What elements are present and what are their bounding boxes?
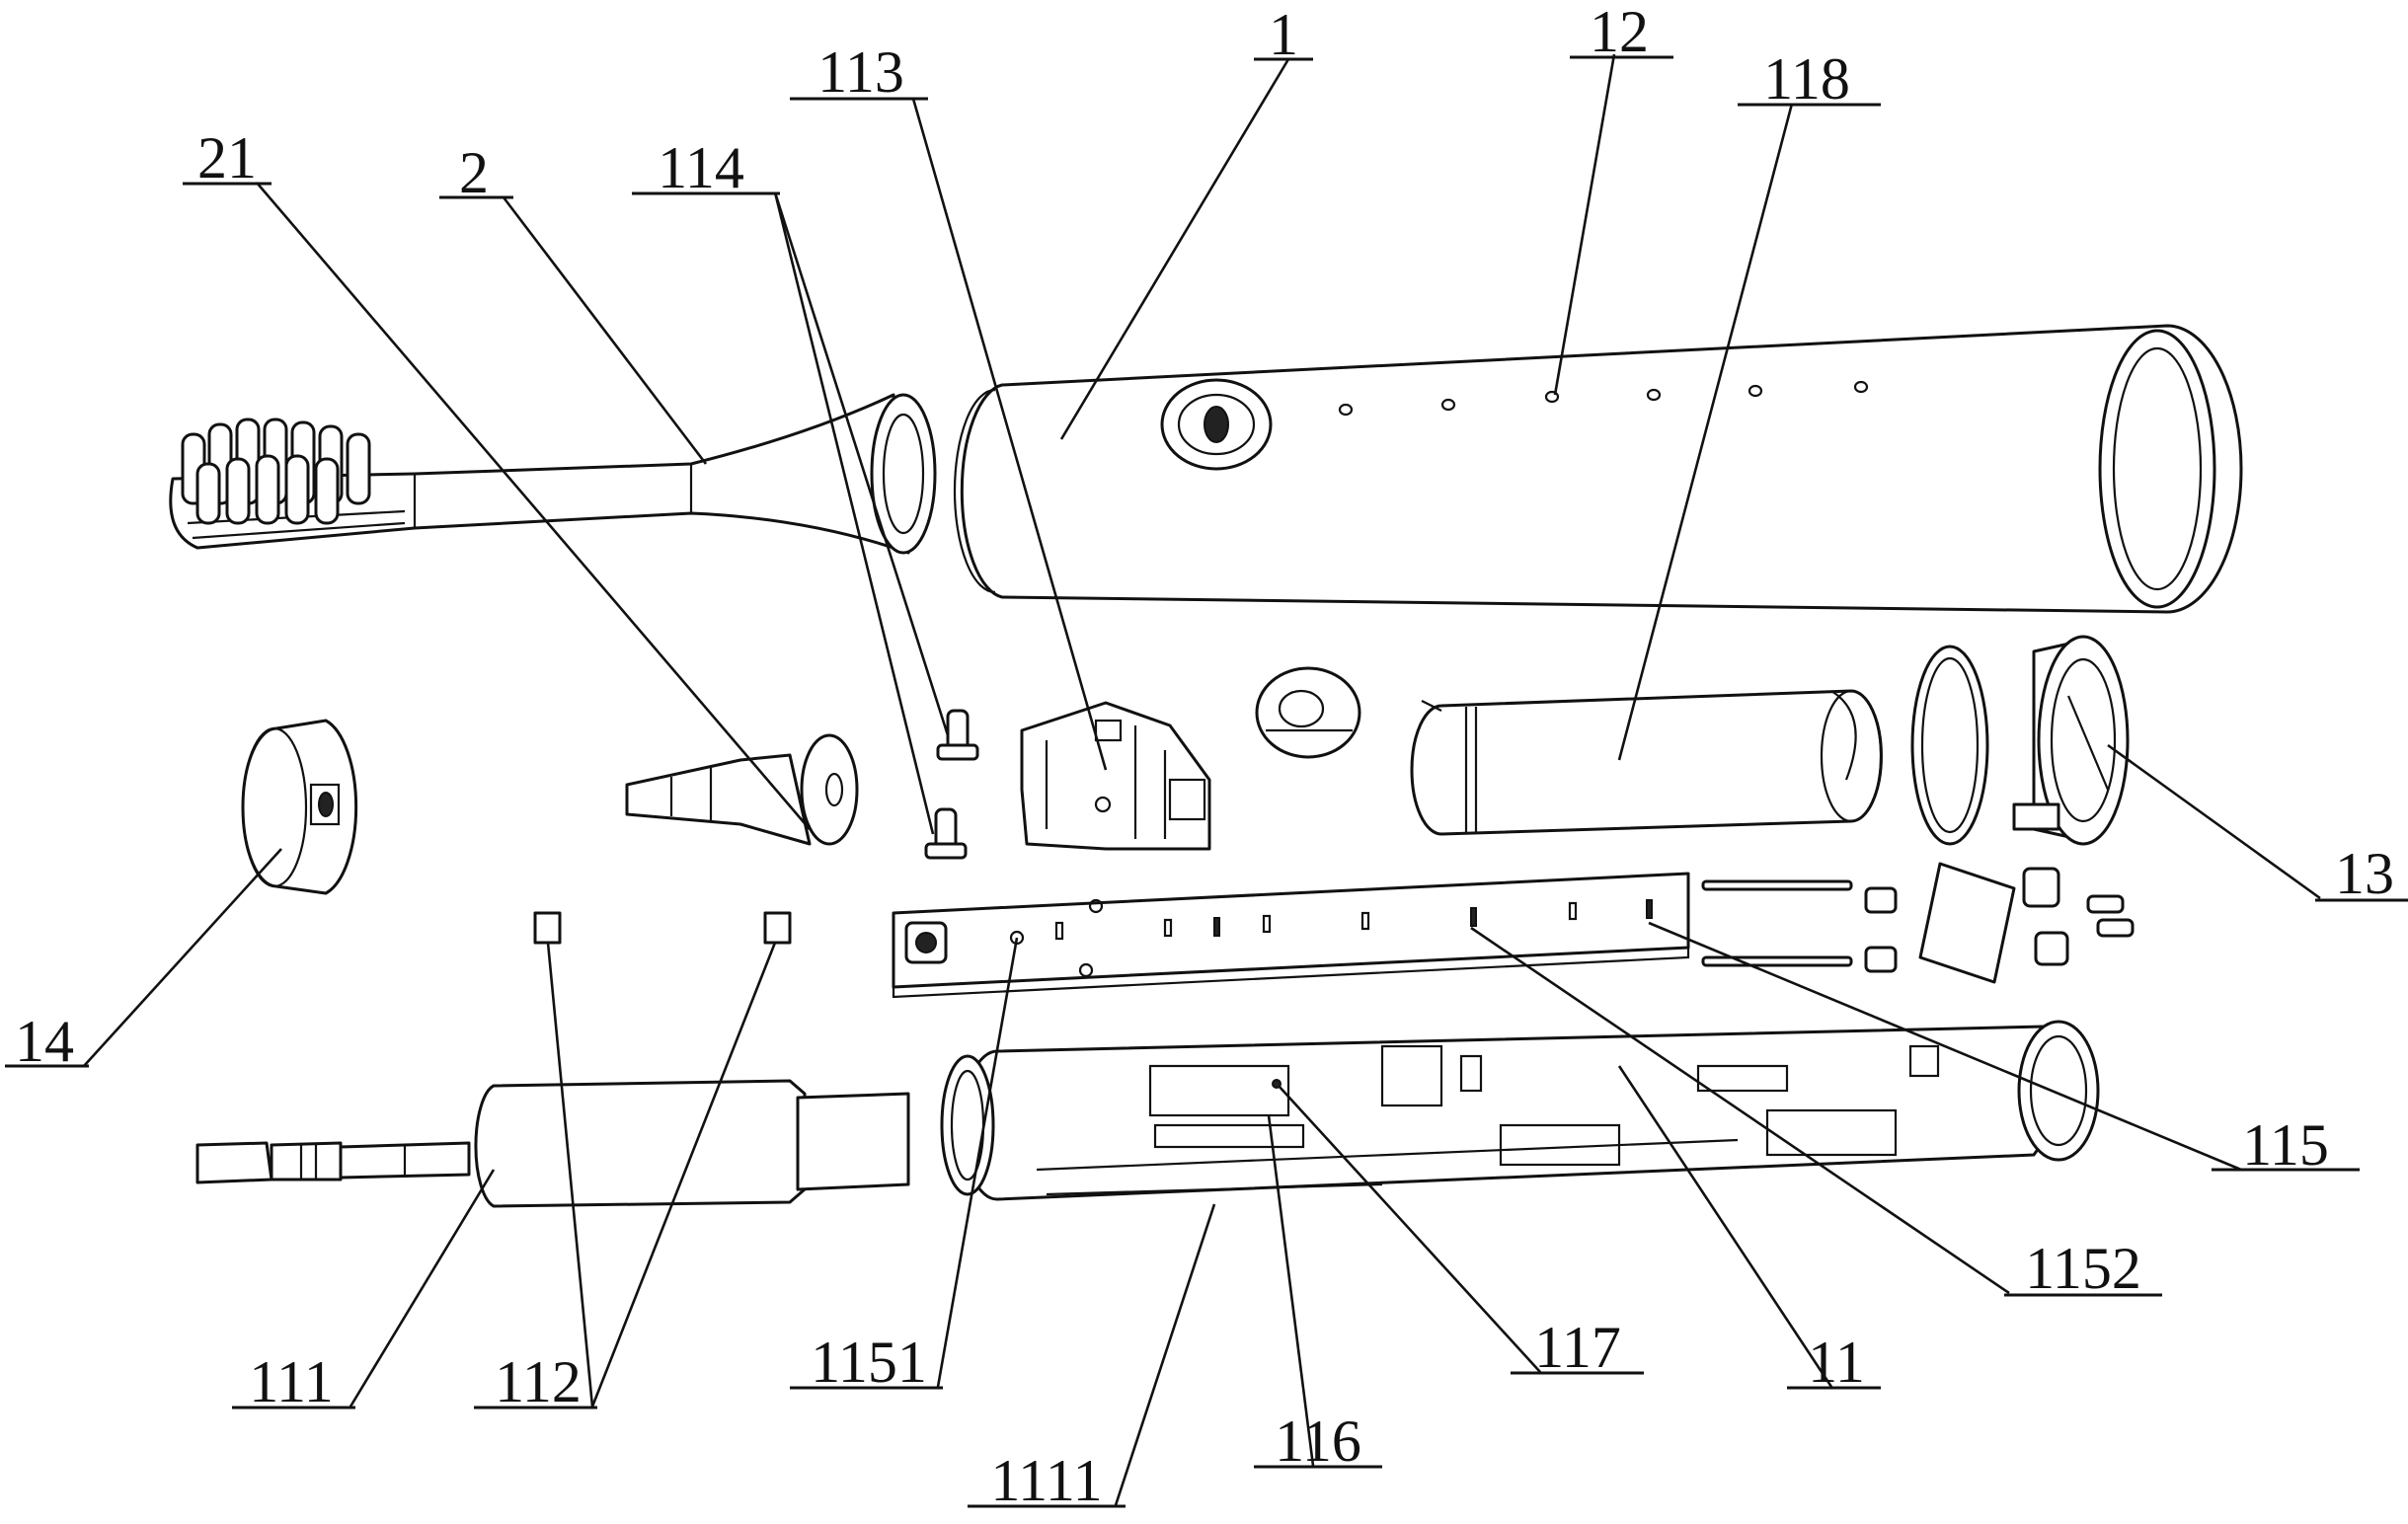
leader-112-a <box>546 942 594 1408</box>
leader-116 <box>1267 1114 1315 1467</box>
leader-2 <box>502 196 708 465</box>
bristle-tufts <box>181 418 371 525</box>
label-1: 1 <box>1269 2 1298 67</box>
label-13: 13 <box>2335 841 2394 906</box>
leader-13 <box>2107 743 2321 900</box>
label-12: 12 <box>1590 0 1649 64</box>
leader-1111 <box>1114 1203 1216 1506</box>
leader-12 <box>1553 53 1616 396</box>
motor-part-111 <box>195 1079 910 1208</box>
leader-114-a <box>773 191 950 736</box>
label-117: 117 <box>1534 1315 1621 1380</box>
label-111: 111 <box>249 1349 334 1414</box>
inner-chassis-part-11 <box>940 1020 2100 1201</box>
leader-14 <box>83 848 282 1067</box>
indicator-holes-part-12 <box>1338 380 1869 417</box>
leader-1 <box>1059 58 1290 440</box>
leader-118 <box>1617 103 1794 761</box>
label-114: 114 <box>658 135 744 200</box>
leader-113 <box>911 98 1108 771</box>
label-113: 113 <box>817 39 904 105</box>
pads-part-112 <box>533 911 792 945</box>
label-118: 118 <box>1763 46 1850 112</box>
battery-part-118 <box>1410 689 1883 836</box>
reference-labels: 1 12 113 118 21 2 114 13 14 115 1152 111… <box>5 0 2408 1513</box>
button-cap <box>1255 666 1361 759</box>
screws-part-114 <box>924 709 979 860</box>
leader-112-b <box>590 942 777 1408</box>
label-2: 2 <box>459 140 489 205</box>
power-button <box>1160 378 1273 471</box>
label-14: 14 <box>15 1009 74 1074</box>
motor-bracket-part-113 <box>1020 701 1211 851</box>
label-1152: 1152 <box>2025 1236 2141 1301</box>
label-112: 112 <box>495 1349 582 1414</box>
seal-ring <box>1910 645 1989 846</box>
leader-21 <box>256 182 811 830</box>
brush-head-part-2 <box>169 393 937 555</box>
leader-lines <box>83 53 2321 1506</box>
circuit-board-part-115 <box>892 872 1690 999</box>
label-115: 115 <box>2242 1112 2329 1178</box>
leader-11 <box>1617 1065 1833 1388</box>
contact-pins <box>1701 862 2135 984</box>
leader-1152 <box>1470 926 2010 1295</box>
label-1111: 1111 <box>990 1448 1102 1513</box>
label-116: 116 <box>1275 1409 1361 1474</box>
leader-117 <box>1278 1085 1541 1373</box>
bottom-cap-part-13 <box>2012 635 2130 846</box>
label-11: 11 <box>1808 1330 1865 1395</box>
board-slots <box>1054 899 1653 941</box>
leader-114-b <box>773 191 935 835</box>
label-21: 21 <box>197 125 257 190</box>
leader-1151 <box>936 937 1019 1388</box>
end-cap-part-14 <box>241 719 358 895</box>
label-1151: 1151 <box>811 1330 927 1395</box>
leader-111 <box>349 1169 496 1408</box>
leader-115 <box>1648 921 2242 1172</box>
handle-housing-part-1 <box>953 324 2243 614</box>
